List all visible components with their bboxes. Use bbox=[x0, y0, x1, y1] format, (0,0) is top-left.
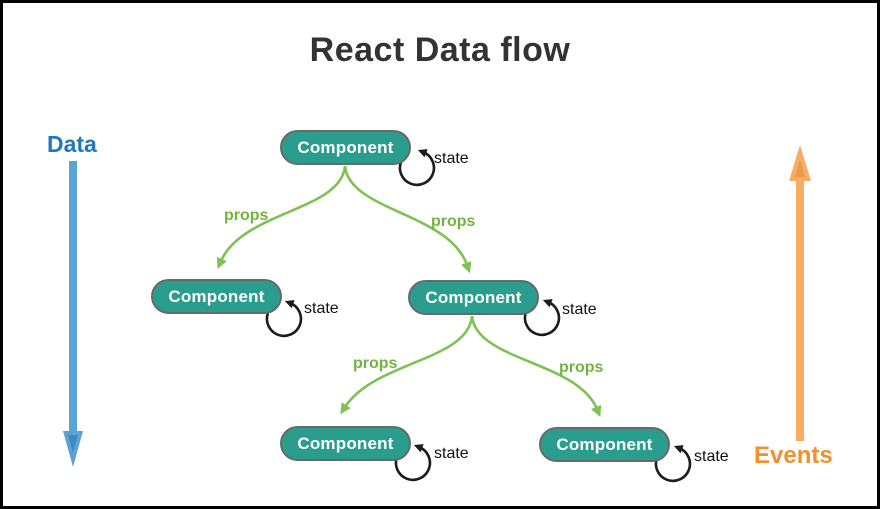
component-node-grandchild-left: Component bbox=[280, 426, 411, 461]
state-loop-icon bbox=[394, 444, 432, 482]
props-label: props bbox=[559, 359, 604, 376]
props-arrow-child-right-to-grandchild-right bbox=[470, 315, 602, 417]
data-flow-arrow bbox=[63, 161, 83, 467]
component-node-child-left: Component bbox=[151, 279, 282, 314]
state-loop-icon bbox=[523, 299, 561, 337]
props-label: props bbox=[431, 213, 476, 230]
component-node-root: Component bbox=[280, 130, 411, 165]
state-label: state bbox=[694, 448, 729, 465]
diagram-title: React Data flow bbox=[309, 31, 571, 69]
diagram-arrow-layer bbox=[63, 145, 811, 483]
state-loop-icon bbox=[398, 149, 436, 187]
state-label: state bbox=[304, 300, 339, 317]
component-node-child-right: Component bbox=[408, 280, 539, 315]
props-arrow-child-right-to-grandchild-left bbox=[340, 315, 474, 415]
props-label: props bbox=[224, 207, 269, 224]
state-loop-icon bbox=[265, 300, 303, 338]
props-label: props bbox=[353, 355, 398, 372]
props-arrow-root-to-child-left bbox=[216, 165, 347, 269]
state-label: state bbox=[434, 445, 469, 462]
data-flow-label: Data bbox=[47, 131, 97, 157]
state-label: state bbox=[562, 301, 597, 318]
events-flow-arrow bbox=[789, 145, 811, 441]
state-loop-icon bbox=[654, 445, 692, 483]
events-flow-label: Events bbox=[754, 442, 833, 469]
state-label: state bbox=[434, 150, 469, 167]
component-node-grandchild-right: Component bbox=[539, 427, 670, 462]
props-arrow-root-to-child-right bbox=[343, 165, 472, 274]
